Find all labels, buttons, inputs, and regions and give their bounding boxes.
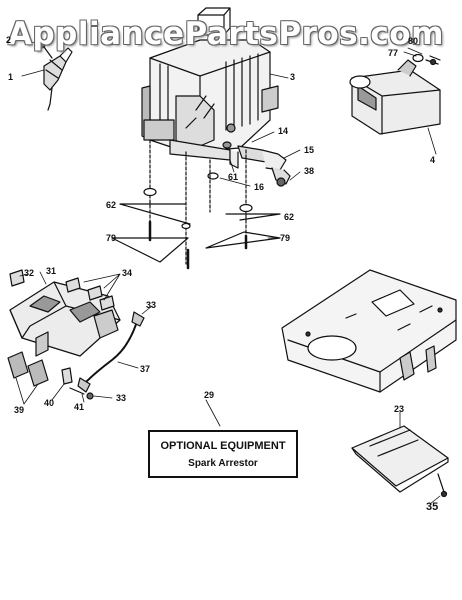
optional-equipment-subtitle: Spark Arrestor [188, 458, 258, 469]
callout-38: 38 [304, 166, 315, 176]
callout-15: 15 [304, 145, 315, 155]
engine-part [141, 7, 279, 161]
optional-equipment-title: OPTIONAL EQUIPMENT [160, 440, 286, 452]
callout-40: 40 [44, 398, 55, 408]
muffler-part [349, 59, 441, 135]
callout-61: 61 [228, 172, 239, 182]
optional-equipment-box: OPTIONAL EQUIPMENT Spark Arrestor [148, 430, 298, 478]
callout-79-left: 79 [106, 233, 117, 243]
callout-2: 2 [6, 35, 12, 45]
battery-cable-part [77, 311, 145, 393]
callout-62-left: 62 [106, 200, 117, 210]
callout-32: 32 [24, 268, 35, 278]
callout-35: 35 [426, 501, 439, 513]
throttle-control-part [38, 41, 73, 111]
callout-80: 80 [408, 36, 419, 46]
callout-34: 34 [122, 268, 133, 278]
callout-14: 14 [278, 126, 289, 136]
callout-23: 23 [394, 404, 405, 414]
callout-leader-lines [15, 39, 441, 505]
callout-29: 29 [204, 390, 215, 400]
callout-16: 16 [254, 182, 265, 192]
callout-33-top: 33 [146, 300, 157, 310]
callout-37: 37 [140, 364, 151, 374]
watermark: AppliancePartsPros.com [8, 16, 444, 52]
spark-arrestor-part [351, 425, 449, 498]
callout-33-bottom: 33 [116, 393, 127, 403]
callout-39: 39 [14, 405, 25, 415]
callout-1: 1 [8, 72, 14, 82]
callout-3: 3 [290, 72, 296, 82]
callout-77: 77 [388, 48, 399, 58]
engine-mount-hardware [111, 139, 281, 270]
frame-plate-part [281, 269, 457, 393]
callout-41: 41 [74, 402, 85, 412]
battery-box-assembly [7, 269, 121, 400]
bolt-and-washer-parts [412, 53, 441, 66]
callout-62-right: 62 [284, 212, 295, 222]
callout-31: 31 [46, 266, 57, 276]
callout-4: 4 [430, 155, 436, 165]
callout-79-right: 79 [280, 233, 291, 243]
